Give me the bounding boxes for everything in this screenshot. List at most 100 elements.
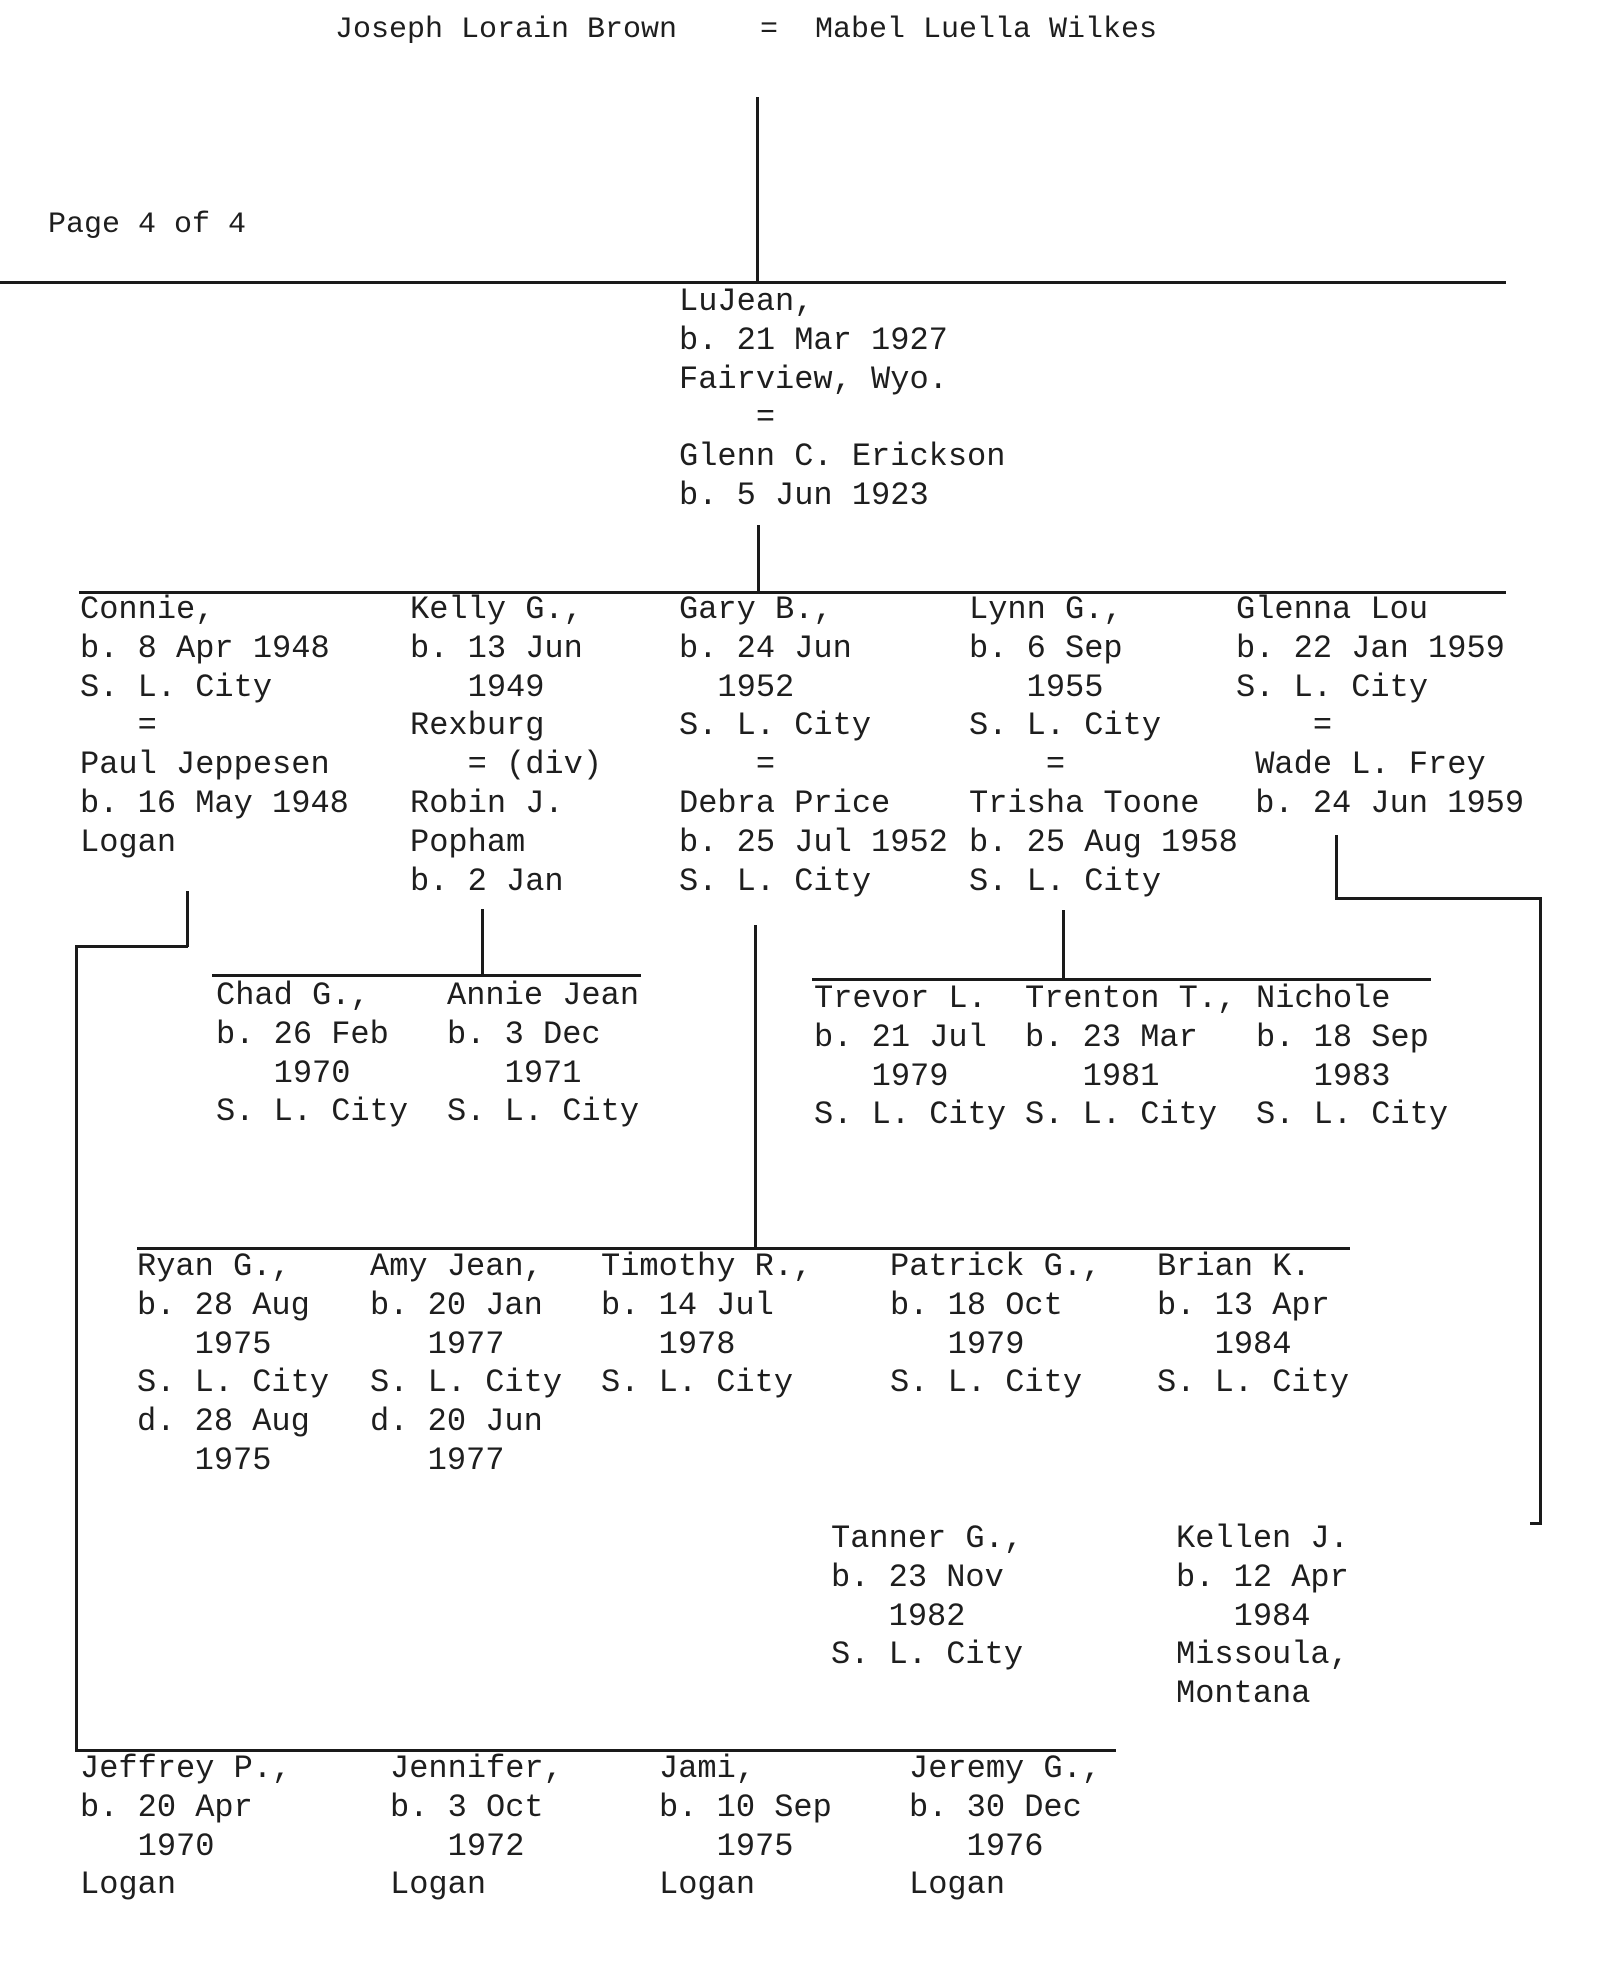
person-detail: Paul Jeppesen <box>80 746 330 784</box>
person-name: Ryan G., <box>137 1248 291 1285</box>
person-name: Annie Jean <box>447 977 640 1014</box>
person-name: Trenton T., <box>1025 980 1237 1017</box>
header-husband: Joseph Lorain Brown <box>335 13 678 47</box>
person-detail: S. L. City <box>216 1093 409 1131</box>
person-detail: S. L. City <box>1025 1096 1218 1134</box>
person-detail: 1975 <box>659 1827 794 1865</box>
person-detail: d. 28 Aug <box>137 1403 310 1441</box>
person-detail: S. L. City <box>447 1093 640 1131</box>
person-detail: S. L. City <box>1157 1364 1350 1402</box>
person-detail: b. 25 Aug 1958 <box>969 823 1238 861</box>
person-name: Lynn G., <box>969 591 1123 628</box>
connector-line <box>75 945 188 948</box>
person-detail: b. 26 Feb <box>216 1015 389 1053</box>
person-detail: d. 20 Jun <box>370 1403 543 1441</box>
person-detail: b. 12 Apr <box>1176 1558 1349 1596</box>
person-detail: = <box>679 746 776 784</box>
person-detail: 1970 <box>216 1054 351 1092</box>
person-detail: 1979 <box>890 1325 1025 1363</box>
person-detail: b. 3 Dec <box>447 1015 601 1053</box>
person-detail: Fairview, Wyo. <box>679 360 948 398</box>
person-detail: 1983 <box>1256 1057 1391 1095</box>
person-detail: b. 13 Jun <box>410 629 583 667</box>
person-name: Kellen J. <box>1176 1520 1349 1557</box>
person-detail: b. 22 Jan 1959 <box>1236 629 1505 667</box>
connector-line <box>75 945 78 1752</box>
connector-line <box>481 909 484 975</box>
person-detail: S. L. City <box>80 668 273 706</box>
person-detail: b. 21 Mar 1927 <box>679 321 948 359</box>
person-detail: S. L. City <box>601 1364 794 1402</box>
connector-line <box>754 925 757 1248</box>
person-name: Trevor L. <box>814 980 987 1017</box>
person-detail: S. L. City <box>831 1636 1024 1674</box>
person-detail: 1977 <box>370 1325 505 1363</box>
person-detail: S. L. City <box>1236 668 1429 706</box>
person-name: Timothy R., <box>601 1248 813 1285</box>
connector-line <box>1539 897 1542 1524</box>
connector-line <box>1335 835 1338 899</box>
person-name: Connie, <box>80 591 215 628</box>
person-detail: S. L. City <box>890 1364 1083 1402</box>
person-detail: 1971 <box>447 1054 582 1092</box>
person-detail: Missoula, <box>1176 1636 1349 1674</box>
connector-line <box>812 978 1431 981</box>
person-detail: Rexburg <box>410 707 545 745</box>
person-detail: 1977 <box>370 1442 505 1479</box>
person-detail: Logan <box>80 1866 177 1904</box>
connector-line <box>186 891 189 947</box>
person-name: LuJean, <box>679 283 814 320</box>
person-detail: 1975 <box>137 1442 272 1479</box>
person-detail: Montana <box>1176 1675 1311 1713</box>
connector-line <box>756 97 759 282</box>
person-name: Jennifer, <box>390 1750 563 1787</box>
person-detail: = <box>80 707 157 745</box>
connector-line <box>1530 1522 1542 1525</box>
header-equals: = <box>760 13 779 47</box>
person-detail: Logan <box>80 823 177 861</box>
connector-line <box>757 525 760 591</box>
person-detail: 1979 <box>814 1057 949 1095</box>
person-detail: S. L. City <box>370 1364 563 1402</box>
connector-line <box>0 281 1506 284</box>
connector-line <box>137 1247 1350 1250</box>
person-detail: b. 16 May 1948 <box>80 785 349 822</box>
person-detail: b. 2 Jan <box>410 862 564 900</box>
person-detail: b. 5 Jun 1923 <box>679 477 929 514</box>
person-detail: b. 20 Jan <box>370 1286 543 1324</box>
person-name: Amy Jean, <box>370 1248 543 1285</box>
person-name: Patrick G., <box>890 1248 1102 1285</box>
person-detail: 1981 <box>1025 1057 1160 1095</box>
person-detail: b. 20 Apr <box>80 1788 253 1826</box>
person-name: Tanner G., <box>831 1520 1024 1557</box>
person-detail: Logan <box>390 1866 487 1904</box>
person-detail: 1970 <box>80 1827 215 1865</box>
person-name: Nichole <box>1256 980 1391 1017</box>
person-detail: b. 21 Jul <box>814 1018 987 1056</box>
person-detail: S. L. City <box>969 707 1162 745</box>
person-detail: b. 8 Apr 1948 <box>80 629 330 667</box>
person-detail: b. 6 Sep <box>969 629 1123 667</box>
person-detail: b. 28 Aug <box>137 1286 310 1324</box>
person-detail: S. L. City <box>814 1096 1007 1134</box>
person-name: Kelly G., <box>410 591 583 628</box>
person-name: Chad G., <box>216 977 370 1014</box>
connector-line <box>1335 897 1541 900</box>
person-name: Jeffrey P., <box>80 1750 292 1787</box>
person-detail: 1955 <box>969 668 1104 706</box>
person-detail: = <box>969 746 1066 784</box>
person-detail: b. 18 Oct <box>890 1286 1063 1324</box>
person-detail: b. 30 Dec <box>909 1788 1082 1826</box>
person-detail: Logan <box>909 1866 1006 1904</box>
person-detail: S. L. City <box>969 862 1162 900</box>
person-detail: 1975 <box>137 1325 272 1363</box>
person-name: Gary B., <box>679 591 833 628</box>
person-detail: S. L. City <box>137 1364 330 1402</box>
connector-line <box>79 591 1506 594</box>
person-name: Jami, <box>659 1750 756 1787</box>
person-detail: S. L. City <box>1256 1096 1449 1134</box>
person-detail: = <box>1236 707 1333 745</box>
connector-line <box>78 1749 1116 1752</box>
person-detail: Wade L. Frey <box>1236 746 1486 784</box>
person-detail: b. 10 Sep <box>659 1788 832 1826</box>
